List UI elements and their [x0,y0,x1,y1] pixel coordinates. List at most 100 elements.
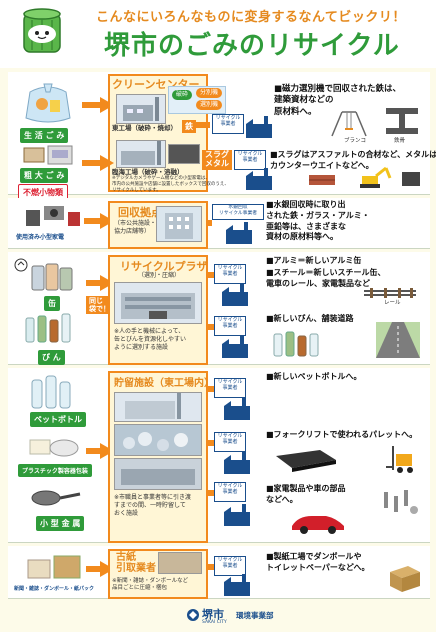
trash-can-mascot-icon [23,8,61,53]
poster-subtitle: こんなにいろんなものに変身するなんてビックリ！ [96,10,406,25]
arrow-bar [82,160,102,166]
arrow-bar [84,218,102,224]
row-cans-bottles: 缶 同じ 袋で！ び ん リサイクルプラザ （選別・圧縮） ※人の手と機械によっ… [8,252,430,365]
recycling-factory-icon [224,398,250,420]
r5-pet-desc: ■新しいペットボトルへ。 [266,372,362,381]
recycler-box-pet: リサイクル 事業者 [214,378,246,398]
small-appliance-icon [26,206,80,226]
label-cans: 缶 [44,296,60,311]
footer-dept: 環境事業部 [236,611,274,620]
arrow-right-icon [100,155,114,171]
footer-logo-sub: SAKAI CITY [202,620,227,625]
arrow-bar [206,440,214,446]
paper-bundle-icon [27,555,81,579]
recycler-box-bottles: リサイクル 事業者 [214,316,246,336]
recycle-plaza-sub: （選別・圧縮） [138,272,181,279]
trash-bag-icon [25,83,71,123]
paper-photo [158,552,202,574]
brick-icon [309,175,335,185]
arrow-bar-iron [196,122,210,128]
east-plant-caption: 東工場（破砕・焼却） [112,124,177,132]
pill-separator: 分別機 [196,88,223,98]
label-bulky-waste: 粗 大 ご み [20,168,69,183]
label-small-appliances: 使用済み小型家電 [16,234,65,241]
label-plastic-packaging: プラスチック製容器包装 [18,464,92,477]
recycle-plaza-note: ※人の手と機械によって、 缶とびんを資源化しやすい ように選別する施設 [114,328,186,351]
recycling-factory-icon [226,222,252,244]
footer: 堺市 SAKAI CITY 環境事業部 [0,600,436,632]
pet-bottle-icon [31,375,71,409]
caption-swing: ブランコ [344,138,367,144]
r4-aluminum: ■アルミ＝新しいアルミ缶 [266,256,362,265]
poster-title: 堺市のごみのリサイクル [104,31,400,61]
recycling-factory-icon [224,574,250,596]
storage-photo-1 [114,392,202,422]
recycler-box-metal: リサイクル 事業者 [214,482,246,502]
row-storage: ペットボトル プラスチック製容器包装 小 型 金 属 貯留施設（東工場内） ※市… [8,368,430,543]
arrow-bar [206,324,214,330]
label-bottles: び ん [38,350,65,365]
pill-sorter: 選別機 [196,100,223,110]
recycling-factory-icon [224,452,250,474]
cans-icon [31,263,73,291]
arrow-bar [82,102,102,108]
recycling-factory-icon [224,504,250,526]
tag-slag-metal: スラグ メタル [202,150,232,170]
coastal-plant-caption: 臨海工場（破砕・溶融） [112,168,184,176]
forklift-icon [386,446,413,473]
label-paper: 新聞・雑誌・ダンボール・紙パック [14,586,95,592]
cardboard-box-icon [390,566,420,592]
city-office-photo [156,206,202,242]
can-recycle-mark-icon [14,258,28,272]
r4-steel: ■スチール＝新しいスチール缶、 電車のレール、家電製品など [266,268,386,288]
glass-bottles-icon [273,331,319,357]
arrow-bar [86,280,102,286]
bolts-icon [384,490,418,514]
r3-description: ■水銀回収時に取り出 された鉄・ガラス・アルミ・ 亜鉛等は、さまざまな 資材の原… [266,200,370,242]
r6-description: ■製紙工場でダンボールや トイレットペーパーなどへ。 [266,552,370,572]
recycler-box-plastic: リサイクル 事業者 [214,432,246,452]
row-paper: 新聞・雑誌・ダンボール・紙パック 古紙 引取業者 ※新聞・雑誌・ダンボールなど … [8,546,430,599]
same-bag-tag: 同じ 袋で！ [86,296,113,315]
r1-description: ■磁力選別機で回収された鉄は、 建築資材などの 原材料へ。 [274,84,402,117]
row-bulky-waste: 粗 大 ご み 不燃小物類 [8,140,430,201]
arrow-bar [206,220,212,226]
arrow-bar [206,490,214,496]
paved-road-icon [376,322,420,358]
sakai-city-logo-icon [187,609,199,621]
r5-metal-desc: ■家電製品や車の部品 などへ。 [266,484,346,504]
row-small-appliances: 使用済み小型家電 回収拠点 （市公共施設・ 協力店舗等） 水銀回収 リサイクル事… [8,198,430,249]
recycling-factory-icon [246,168,272,190]
rail-icon [364,288,416,298]
collection-point-title: 回収拠点 [118,206,162,219]
counterweight-icon [402,172,420,186]
arrow-bar [206,564,214,570]
small-appliance-note: ※デジタルカメラやゲーム機などの小型家電は、 市内の公共施設や店舗に設置したボッ… [112,176,229,193]
label-household-waste: 生 活 ご み [20,128,69,143]
tag-iron: 鉄 [182,120,196,133]
pallet-icon [276,450,336,472]
swing-icon [331,111,367,137]
arrow-bar [86,448,102,454]
arrow-bar [86,566,102,572]
recycler-box-cans: リサイクル 事業者 [214,264,246,284]
r5-plastic-desc: ■フォークリフトで使われるパレットへ。 [266,430,418,439]
east-plant-photo [116,94,166,124]
recycler-box-paper: リサイクル 事業者 [214,556,246,576]
poster-header: こんなにいろんなものに変身するなんてビックリ！ 堺市のごみのリサイクル [0,0,436,68]
row-household-waste: 生 活 ご み クリーンセンター 破砕 分別機 選別機 東工場（破砕・焼却） 臨… [8,72,436,195]
label-small-metal: 小 型 金 属 [36,516,85,531]
recycler-box-r2: リサイクル 事業者 [234,150,266,170]
r4-glass: ■新しいびん、舗装道路 [266,314,354,323]
recycling-factory-icon [222,284,248,306]
steel-frame-icon [386,108,418,134]
small-metal-icon [31,490,81,506]
footer-logo-text: 堺市 [202,608,224,621]
recycling-factory-icon [222,336,248,358]
pill-crushing: 破砕 [172,90,193,100]
bottles-icon [25,313,71,343]
coastal-plant-photo [116,140,166,168]
storage-photo-2 [114,424,202,456]
arrow-bar [206,386,214,392]
r2-description: ■スラグはアスファルトの合材など、メタルは カウンターウエイトなどへ。 [270,150,436,170]
